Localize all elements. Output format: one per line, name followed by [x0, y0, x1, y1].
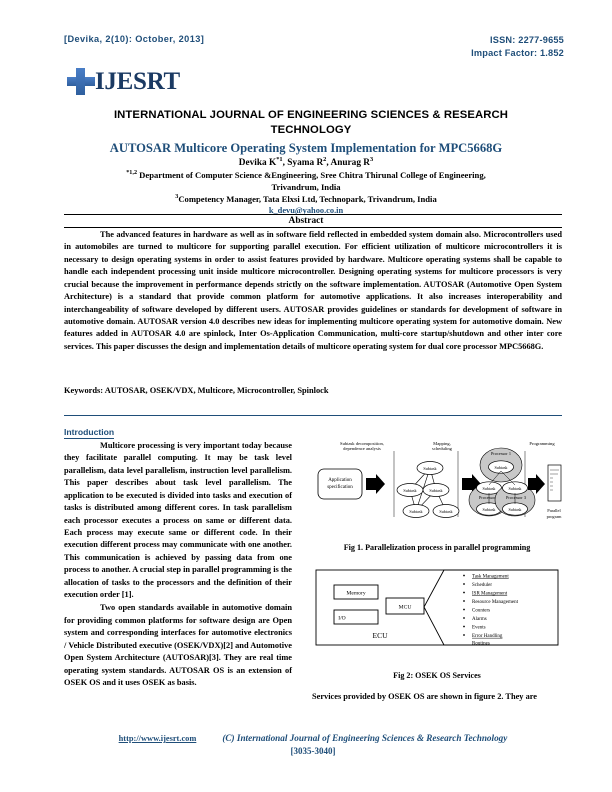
footer-url-link[interactable]: http://www.ijesrt.com — [118, 734, 197, 743]
figure1-output-line2: program — [547, 514, 562, 519]
author-list: Devika K*1, Syama R2, Anurag R3 — [238, 156, 374, 169]
affiliations: *1,2 Department of Computer Science &Eng… — [46, 169, 566, 206]
journal-logo: IJESRT — [66, 66, 180, 96]
figure1-stage2-label-line2: scheduling — [432, 446, 453, 451]
footer-page-range: [3035-3040] — [290, 746, 336, 756]
intro-paragraph-1: Multicore processing is very important t… — [64, 440, 292, 601]
figure1-stage1-label-line1: Subtask decomposition, — [340, 441, 384, 447]
right-column-text: Services provided by OSEK OS are shown i… — [312, 692, 537, 701]
figure2-mcu-label: MCU — [399, 605, 412, 611]
page-header: [Devika, 2(10): October, 2013] ISSN: 227… — [64, 34, 564, 61]
figure2-service-item: Error Handling — [472, 634, 503, 639]
affiliation-line-1: *1,2 Department of Computer Science &Eng… — [126, 169, 486, 180]
journal-name-line2: TECHNOLOGY — [270, 123, 352, 136]
journal-name-line1: INTERNATIONAL JOURNAL OF ENGINEERING SCI… — [113, 109, 509, 121]
body-separator-rule — [64, 415, 562, 416]
figure2-service-item: Scheduler — [472, 583, 492, 588]
figure1-output-line1: Parallel — [547, 508, 561, 513]
keywords-line: Keywords: AUTOSAR, OSEK/VDX, Multicore, … — [64, 386, 562, 395]
figure1-subtask-node: Subtask — [403, 488, 417, 493]
figure2-service-item: Routines — [472, 642, 490, 647]
figure1-input-line1: Application — [328, 478, 352, 483]
figure2-service-item: Resource Management — [472, 600, 519, 605]
keywords-value: AUTOSAR, OSEK/VDX, Multicore, Microcontr… — [104, 386, 329, 395]
figure1-input-line2: specification — [327, 485, 353, 490]
abstract-body-text: The advanced features in hardware as wel… — [64, 230, 562, 351]
abstract-text: The advanced features in hardware as wel… — [64, 229, 562, 353]
footer-copyright: (C) International Journal of Engineering… — [222, 733, 508, 743]
intro-paragraph-2: Two open standards available in automoti… — [64, 602, 292, 689]
impact-factor-text: Impact Factor: 1.852 — [471, 48, 564, 59]
figure-1-image: Subtask decomposition, dependence analys… — [312, 437, 562, 542]
figure1-subtask-node: Subtask — [423, 466, 437, 471]
figure-2-image: ECU Memory I/O MCU Task Management Sche — [312, 562, 562, 670]
figure1-processor-label: Processor 1 — [491, 451, 511, 456]
issn-text: ISSN: 2277-9655 — [490, 35, 564, 45]
abstract-top-rule — [64, 214, 562, 215]
plus-icon — [66, 66, 96, 96]
journal-name: INTERNATIONAL JOURNAL OF ENGINEERING SCI… — [60, 108, 562, 138]
section-heading-introduction: Introduction — [64, 427, 115, 439]
figure2-ecu-label: ECU — [373, 631, 389, 640]
figure1-processor-label: Processor 3 — [506, 495, 526, 500]
figure2-service-item: Task Management — [472, 574, 509, 579]
intro-paragraph-2-text: Two open standards available in automoti… — [64, 603, 292, 688]
corresponding-email[interactable]: k_devu@yahoo.co.in — [268, 206, 344, 215]
figure1-subtask-node: Subtask — [429, 488, 443, 493]
figure2-service-item: ISR Management — [472, 591, 508, 596]
logo-text: IJESRT — [95, 67, 180, 95]
figure-1-svg: Subtask decomposition, dependence analys… — [317, 441, 562, 519]
figure-2-caption: Fig 2: OSEK OS Services — [393, 671, 481, 680]
figure1-subtask-node: Subtask — [509, 507, 523, 512]
figure1-subtask-node: Subtask — [483, 486, 497, 491]
right-column: Subtask decomposition, dependence analys… — [312, 437, 562, 703]
figure1-stage3-label: Programming — [529, 441, 555, 446]
figure2-service-item: Events — [472, 625, 486, 630]
figure1-subtask-node: Subtask — [509, 486, 523, 491]
intro-paragraph-1-text: Multicore processing is very important t… — [64, 441, 292, 600]
figure2-service-item: Counters — [472, 608, 490, 613]
figure2-memory-label: Memory — [346, 591, 365, 597]
journal-identifiers: ISSN: 2277-9655 Impact Factor: 1.852 — [471, 34, 564, 61]
affiliation-line-2: Trivandrum, India — [271, 182, 341, 193]
keywords-label: Keywords: — [64, 386, 104, 395]
figure-2-svg: ECU Memory I/O MCU Task Management Sche — [315, 569, 559, 647]
page-footer: http://www.ijesrt.com (C) International … — [64, 733, 562, 756]
figure2-io-label: I/O — [338, 616, 345, 622]
figure1-subtask-node: Subtask — [409, 509, 423, 514]
figure1-stage2-label-line1: Mapping, — [433, 441, 451, 447]
figure2-service-item: Alarms — [472, 617, 487, 622]
figure1-subtask-node: Subtask — [495, 465, 509, 470]
figure1-stage1-label-line2: dependence analysis — [343, 446, 381, 451]
figure1-subtask-node: Subtask — [439, 509, 453, 514]
abstract-bottom-rule — [64, 227, 562, 228]
affiliation-line-3: 3Competency Manager, Tata Elxsi Ltd, Tec… — [175, 193, 437, 205]
figure2-service-list: Task Management Scheduler ISR Management… — [463, 574, 519, 647]
abstract-heading: Abstract — [288, 216, 324, 226]
running-head-citation: [Devika, 2(10): October, 2013] — [64, 34, 205, 44]
left-column: Multicore processing is very important t… — [64, 440, 292, 689]
figure1-subtask-node: Subtask — [483, 507, 497, 512]
page-title: AUTOSAR Multicore Operating System Imple… — [109, 141, 503, 155]
figure-1-caption: Fig 1. Parallelization process in parall… — [343, 543, 531, 552]
